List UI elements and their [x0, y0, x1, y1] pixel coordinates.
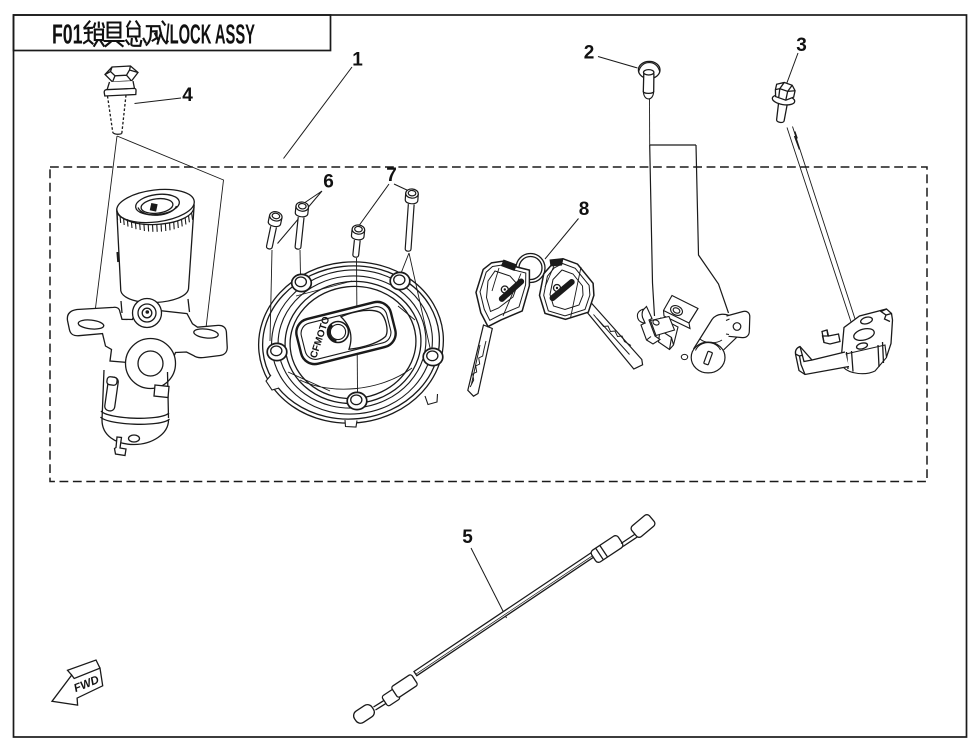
svg-text:7: 7: [386, 165, 397, 186]
svg-text:4: 4: [182, 85, 193, 106]
svg-text:F01: F01: [52, 19, 83, 50]
svg-text:3: 3: [796, 35, 807, 56]
svg-text:6: 6: [323, 172, 334, 193]
svg-text:1: 1: [352, 50, 363, 71]
svg-text:5: 5: [462, 527, 473, 548]
svg-text:8: 8: [579, 199, 590, 220]
svg-text:2: 2: [584, 43, 595, 64]
svg-text:/LOCK ASSY: /LOCK ASSY: [166, 19, 256, 50]
